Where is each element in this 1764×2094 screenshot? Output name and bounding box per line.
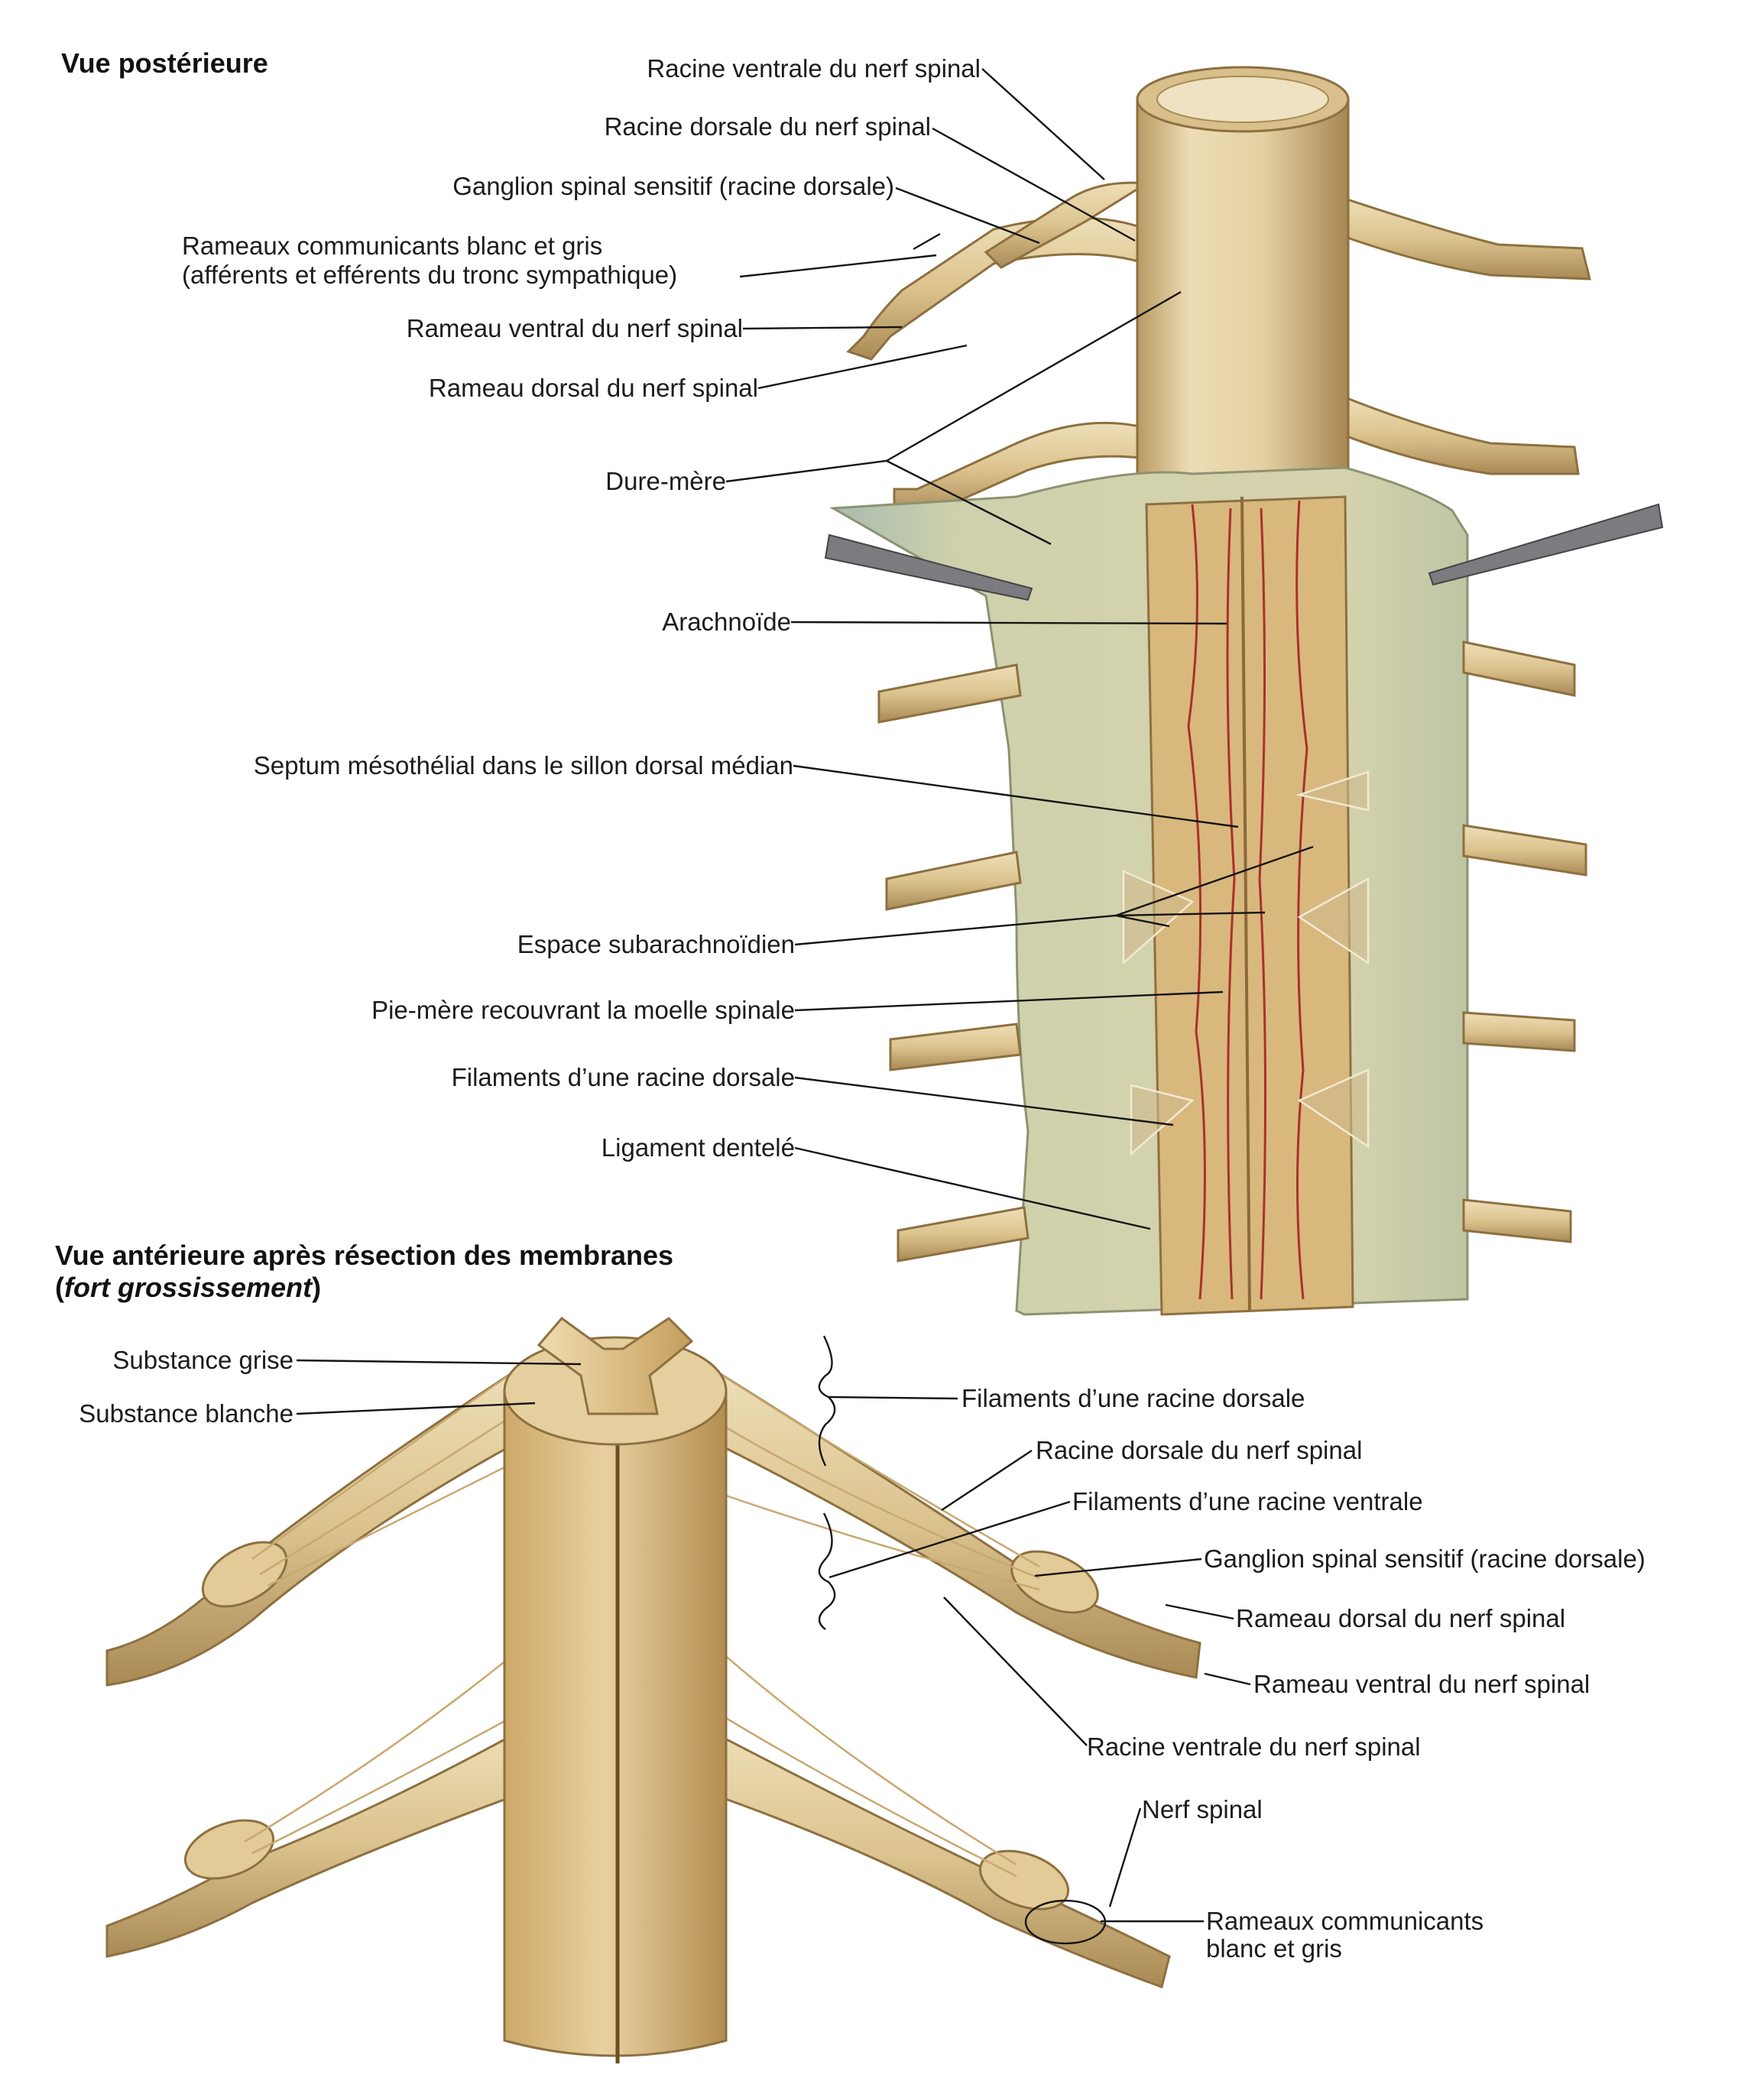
anterior-view-title-italic: fort grossissement <box>64 1272 313 1303</box>
label-anterior-ganglion: Ganglion spinal sensitif (racine dorsale… <box>1204 1545 1646 1573</box>
label-posterior-ganglion: Ganglion spinal sensitif (racine dorsale… <box>452 172 894 200</box>
posterior-view-drawing <box>824 66 1664 1316</box>
upper-spinal-nerves <box>846 181 1591 517</box>
label-posterior-denticulate: Ligament dentelé <box>601 1133 795 1162</box>
label-anterior-dorsal-ramus: Rameau dorsal du nerf spinal <box>1236 1604 1566 1632</box>
label-anterior-ventral-root: Racine ventrale du nerf spinal <box>1087 1733 1421 1761</box>
label-anterior-grey-matter: Substance grise <box>112 1346 293 1374</box>
anterior-view-title-main: Vue antérieure après résection des membr… <box>55 1240 674 1271</box>
ganglion-right-lower <box>978 1849 1070 1911</box>
dura-mater-tube <box>1136 98 1350 491</box>
anterior-cord-segment <box>503 1389 728 2057</box>
anterior-view-title-close: ) <box>312 1272 322 1303</box>
anterior-filaments <box>244 1366 1040 1878</box>
label-posterior-ventral-root: Racine ventrale du nerf spinal <box>647 54 981 83</box>
label-anterior-ventral-ramus: Rameau ventral du nerf spinal <box>1253 1670 1591 1698</box>
ganglion-left-lower <box>183 1819 275 1880</box>
label-posterior-septum: Septum mésothélial dans le sillon dorsal… <box>253 751 793 780</box>
anterior-view-title: Vue antérieure après résection des membr… <box>55 1240 673 1304</box>
label-anterior-dorsal-filaments: Filaments d’une racine dorsale <box>961 1384 1305 1412</box>
anterior-leader-lines <box>296 1335 1251 1945</box>
ganglion-left-upper <box>201 1541 288 1608</box>
label-posterior-dorsal-ramus: Rameau dorsal du nerf spinal <box>428 374 758 402</box>
anterior-view-title-open: ( <box>55 1272 64 1303</box>
right-retractor <box>1428 503 1664 586</box>
label-posterior-rami-line1: Rameaux communicants blanc et gris <box>182 232 603 260</box>
label-anterior-spinal-nerve: Nerf spinal <box>1142 1795 1263 1823</box>
label-posterior-pia: Pie-mère recouvrant la moelle spinale <box>371 996 795 1024</box>
label-posterior-rami-line2: (afférents et efférents du tronc sympath… <box>182 261 678 289</box>
label-posterior-dorsal-filaments: Filaments d’une racine dorsale <box>451 1063 795 1091</box>
anterior-view-drawing <box>105 1316 1201 2063</box>
posterior-view-title: Vue postérieure <box>61 47 268 79</box>
label-posterior-dorsal-root: Racine dorsale du nerf spinal <box>604 112 931 141</box>
label-anterior-dorsal-root: Racine dorsale du nerf spinal <box>1036 1436 1363 1464</box>
left-retractor <box>824 533 1033 601</box>
label-posterior-ventral-ramus: Rameau ventral du nerf spinal <box>406 314 743 342</box>
grey-matter-h <box>537 1316 694 1415</box>
label-anterior-rami-line1: Rameaux communicants <box>1206 1907 1484 1935</box>
lower-spinal-nerve-stumps <box>877 640 1587 1263</box>
label-anterior-white-matter: Substance blanche <box>79 1399 293 1428</box>
label-posterior-subarachnoid: Espace subarachnoïdien <box>517 930 795 958</box>
posterior-leader-lines <box>725 68 1314 1230</box>
ganglion-right-upper <box>1010 1550 1099 1614</box>
label-anterior-rami-line2: blanc et gris <box>1206 1934 1342 1963</box>
label-posterior-dura: Dure-mère <box>605 467 726 495</box>
label-anterior-ventral-filaments: Filaments d’une racine ventrale <box>1072 1487 1423 1515</box>
label-posterior-arachnoid: Arachnoïde <box>662 608 791 636</box>
